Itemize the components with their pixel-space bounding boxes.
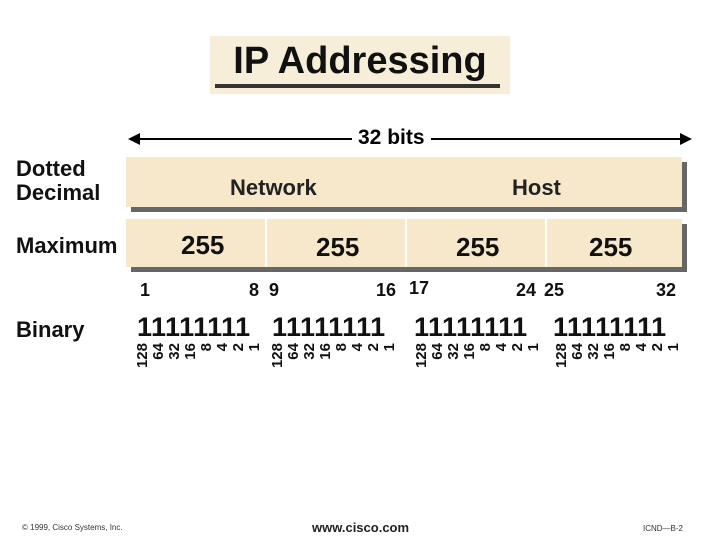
- bit-weight: 32: [445, 343, 462, 360]
- bit-weight: 8: [198, 343, 215, 352]
- host-label: Host: [512, 175, 561, 200]
- bit-weight: 128: [134, 343, 151, 369]
- bit-weight: 2: [509, 343, 526, 352]
- bit-weight: 1: [381, 343, 398, 352]
- bit-position: 1: [140, 280, 151, 300]
- arrow-left-icon: [128, 133, 140, 145]
- bit-weight: 2: [365, 343, 382, 352]
- footer-url[interactable]: www.cisco.com: [312, 520, 410, 535]
- bit-weight: 64: [429, 343, 446, 360]
- bit-position: 8: [249, 280, 260, 300]
- bit-position: 9: [269, 280, 280, 300]
- bit-weight: 8: [477, 343, 494, 352]
- bit-weight: 64: [569, 343, 586, 360]
- maximum-panel: [126, 219, 682, 267]
- bit-weight: 1: [525, 343, 542, 352]
- bits-label: 32 bits: [352, 126, 431, 150]
- bit-weight: 128: [553, 343, 570, 369]
- octet-divider: [405, 219, 407, 267]
- bit-weight: 2: [649, 343, 666, 352]
- copyright-text: © 1999, Cisco Systems, Inc.: [22, 523, 123, 532]
- octet-divider: [265, 219, 267, 267]
- bit-weight: 64: [285, 343, 302, 360]
- binary-octet: 11111111: [553, 312, 667, 342]
- bit-weight: 4: [214, 343, 231, 352]
- octet-value: 255: [316, 232, 360, 262]
- bit-position: 24: [516, 280, 537, 300]
- bit-weight: 1: [246, 343, 263, 352]
- title-underline: [215, 84, 500, 88]
- bit-weight: 32: [301, 343, 318, 360]
- dotted-decimal-label-line2: Decimal: [16, 180, 101, 205]
- bit-weight: 64: [150, 343, 167, 360]
- octet-divider: [545, 219, 547, 267]
- bit-weight: 4: [633, 343, 650, 352]
- network-label: Network: [230, 175, 317, 200]
- binary-octet: 11111111: [137, 312, 251, 342]
- bit-position: 16: [376, 280, 397, 300]
- bit-weight: 1: [665, 343, 682, 352]
- bit-weight: 32: [585, 343, 602, 360]
- binary-octet: 11111111: [414, 312, 528, 342]
- octet-value: 255: [181, 230, 225, 260]
- bit-weight: 128: [269, 343, 286, 369]
- maximum-label: Maximum: [16, 233, 118, 258]
- page-number: ICND—B-2: [643, 524, 684, 533]
- network-host-panel: [126, 157, 682, 207]
- octet-value: 255: [589, 232, 633, 262]
- octet-value: 255: [456, 232, 500, 262]
- binary-octet: 11111111: [272, 312, 386, 342]
- bit-weight: 16: [461, 343, 478, 360]
- slide-title: IP Addressing: [233, 40, 487, 82]
- bit-weight: 4: [349, 343, 366, 352]
- dotted-decimal-label-line1: Dotted: [16, 156, 86, 181]
- bit-weight: 8: [617, 343, 634, 352]
- bit-weight: 4: [493, 343, 510, 352]
- bit-position: 25: [544, 280, 565, 300]
- bit-weight: 16: [317, 343, 334, 360]
- binary-label: Binary: [16, 317, 85, 342]
- arrow-right-icon: [680, 133, 692, 145]
- bit-weight: 32: [166, 343, 183, 360]
- bit-weight: 16: [601, 343, 618, 360]
- bit-weight: 8: [333, 343, 350, 352]
- bit-position: 32: [656, 280, 677, 300]
- bit-position: 17: [409, 278, 430, 298]
- bit-weight: 128: [413, 343, 430, 369]
- bit-weight: 2: [230, 343, 247, 352]
- bit-weight: 16: [182, 343, 199, 360]
